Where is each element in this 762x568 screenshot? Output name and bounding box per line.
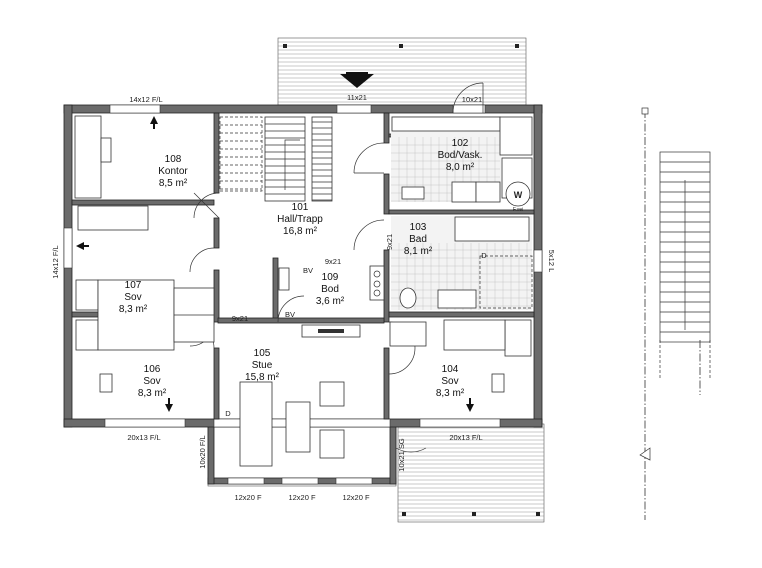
- dim-win-bottom-right: 20x13 F/L: [449, 433, 482, 442]
- fixtures: [278, 116, 533, 338]
- room-name: Sov: [124, 292, 141, 303]
- room-105-label: 105 Stue 15,8 m²: [245, 348, 280, 383]
- room-name: Sov: [441, 376, 458, 387]
- dim-win-f3: 12x20 F: [342, 493, 370, 502]
- room-area: 8,1 m²: [404, 246, 433, 257]
- room-number: 107: [125, 280, 142, 291]
- room-area: 8,3 m²: [119, 304, 148, 315]
- room-name: Bod/Vask.: [438, 150, 483, 161]
- dimension-labels: 14x12 F/L 11x21 10x21 14x12 F/L 5x12 L 9…: [51, 93, 556, 502]
- room-name: Stue: [252, 360, 273, 371]
- room-101-label: 101 Hall/Trapp 16,8 m²: [277, 202, 323, 237]
- dim-door-bad: 9x21: [385, 234, 394, 250]
- room-104-label: 104 Sov 8,3 m²: [436, 364, 465, 399]
- fvei-mark: F.vei: [513, 207, 523, 213]
- room-area: 8,0 m²: [446, 162, 475, 173]
- room-number: 104: [442, 364, 459, 375]
- washer-mark: W: [514, 190, 523, 200]
- window-arrow-icons: [76, 116, 474, 412]
- room-107-label: 107 Sov 8,3 m²: [119, 280, 148, 315]
- room-name: Kontor: [158, 166, 188, 177]
- room-area: 16,8 m²: [283, 226, 318, 237]
- room-name: Hall/Trapp: [277, 214, 323, 225]
- room-area: 8,3 m²: [138, 388, 167, 399]
- room-number: 105: [254, 348, 271, 359]
- furniture: [74, 115, 532, 467]
- bv-mark: BV: [303, 266, 313, 275]
- room-name: Bod: [321, 284, 339, 295]
- room-number: 102: [452, 138, 469, 149]
- room-103-label: 103 Bad 8,1 m²: [404, 222, 433, 257]
- room-area: 8,3 m²: [436, 388, 465, 399]
- dim-win-right: 5x12 L: [547, 250, 556, 273]
- room-102-label: 102 Bod/Vask. 8,0 m²: [438, 138, 483, 173]
- d-mark: D: [481, 251, 487, 260]
- dim-door-top-mid: 11x21: [347, 93, 367, 102]
- dim-win-stue-side: 10x20 F/L: [198, 435, 207, 468]
- room-number: 103: [410, 222, 427, 233]
- dim-door-sg: 10x21 SG: [397, 438, 406, 472]
- d-mark: D: [225, 409, 231, 418]
- room-area: 8,5 m²: [159, 178, 188, 189]
- dim-win-left: 14x12 F/L: [51, 245, 60, 278]
- entrance-arrow-icon: [340, 72, 374, 88]
- dim-win-f2: 12x20 F: [288, 493, 316, 502]
- room-name: Sov: [143, 376, 160, 387]
- right-terrace: [397, 423, 545, 523]
- room-number: 101: [292, 202, 309, 213]
- small-marks: BV BV D D W F.vei: [225, 190, 523, 418]
- dim-door-bod: 9x21: [325, 257, 341, 266]
- room-number: 108: [165, 154, 182, 165]
- dim-win-top-left: 14x12 F/L: [129, 95, 162, 104]
- room-number: 106: [144, 364, 161, 375]
- room-number: 109: [322, 272, 339, 283]
- dim-door-107: 9x21: [232, 314, 248, 323]
- dim-win-f1: 12x20 F: [234, 493, 262, 502]
- top-terrace: [277, 37, 527, 106]
- room-106-label: 106 Sov 8,3 m²: [138, 364, 167, 399]
- dim-door-top-right: 10x21: [462, 95, 482, 104]
- dim-win-bottom-left: 20x13 F/L: [127, 433, 160, 442]
- room-108-label: 108 Kontor 8,5 m²: [158, 154, 188, 189]
- section-detail: [639, 107, 711, 520]
- room-area: 3,6 m²: [316, 296, 345, 307]
- room-109-label: 109 Bod 3,6 m²: [316, 272, 345, 307]
- staircase: [219, 116, 333, 202]
- room-name: Bad: [409, 234, 427, 245]
- room-area: 15,8 m²: [245, 372, 280, 383]
- bv-mark: BV: [285, 310, 295, 319]
